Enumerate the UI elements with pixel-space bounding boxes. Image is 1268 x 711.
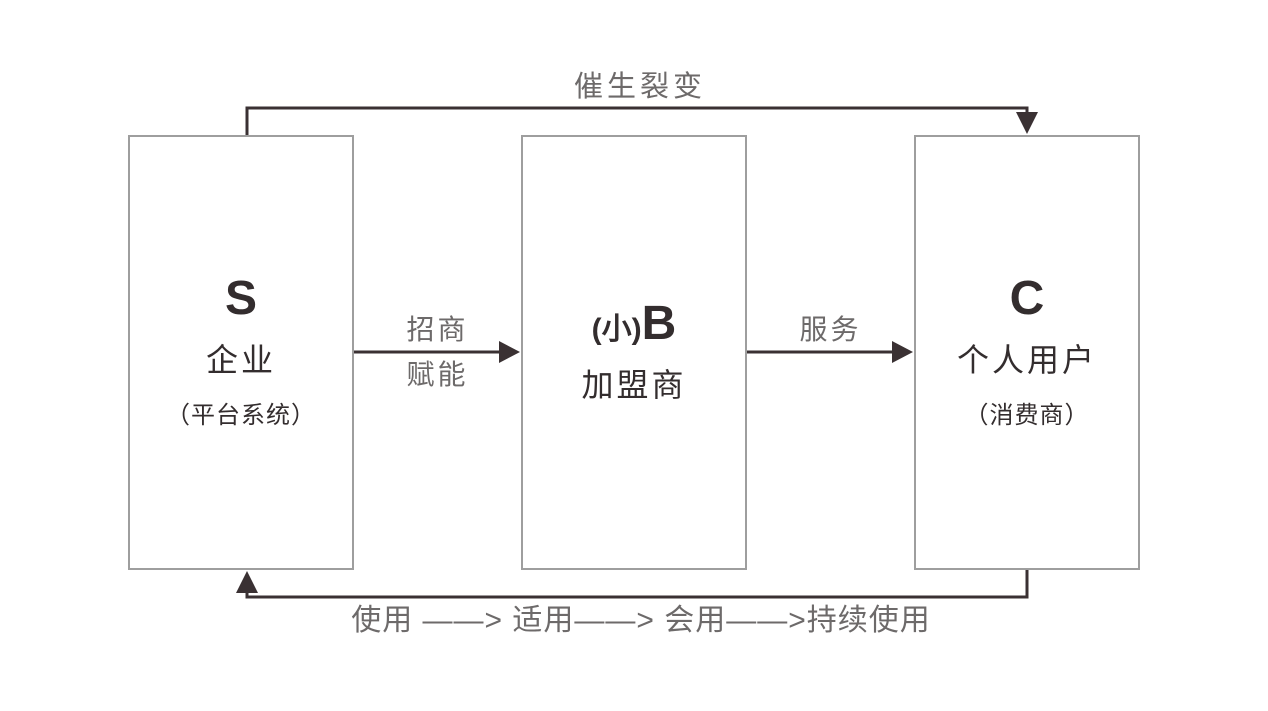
- node-b-franchisee: (小)B 加盟商: [521, 135, 747, 570]
- node-s-letter: S: [224, 272, 257, 325]
- arrowhead-up-icon: [236, 571, 258, 593]
- node-c-title: 个人用户: [956, 342, 1097, 378]
- node-s-title: 企业: [205, 342, 276, 378]
- node-s-enterprise: S 企业 （平台系统）: [128, 135, 354, 570]
- usage-feedback-arrow: [236, 570, 1029, 599]
- node-b-title: 加盟商: [581, 366, 687, 403]
- node-b-prefix: (小): [591, 312, 642, 346]
- arrowhead-down-icon: [1016, 112, 1038, 134]
- node-s-subtitle: （平台系统）: [166, 402, 316, 429]
- node-b-letter: B: [641, 296, 677, 350]
- node-c-subtitle: （消费商）: [964, 402, 1090, 429]
- usage-arrow-label: 使用 ——> 适用——> 会用——>持续使用: [351, 604, 931, 637]
- node-c-letter: C: [1009, 272, 1045, 325]
- fission-arrow: [245, 106, 1038, 135]
- node-c-letter-line: C: [1010, 275, 1045, 323]
- recruit-arrow-label-top: 招商: [406, 314, 469, 345]
- recruit-arrow-label-bottom: 赋能: [406, 359, 469, 390]
- node-c-consumer: C 个人用户 （消费商）: [914, 135, 1140, 570]
- service-arrow-label: 服务: [799, 314, 862, 345]
- fission-arrow-label: 催生裂变: [573, 71, 706, 103]
- node-b-letter-line: (小)B: [591, 296, 677, 350]
- node-s-letter-line: S: [225, 275, 257, 323]
